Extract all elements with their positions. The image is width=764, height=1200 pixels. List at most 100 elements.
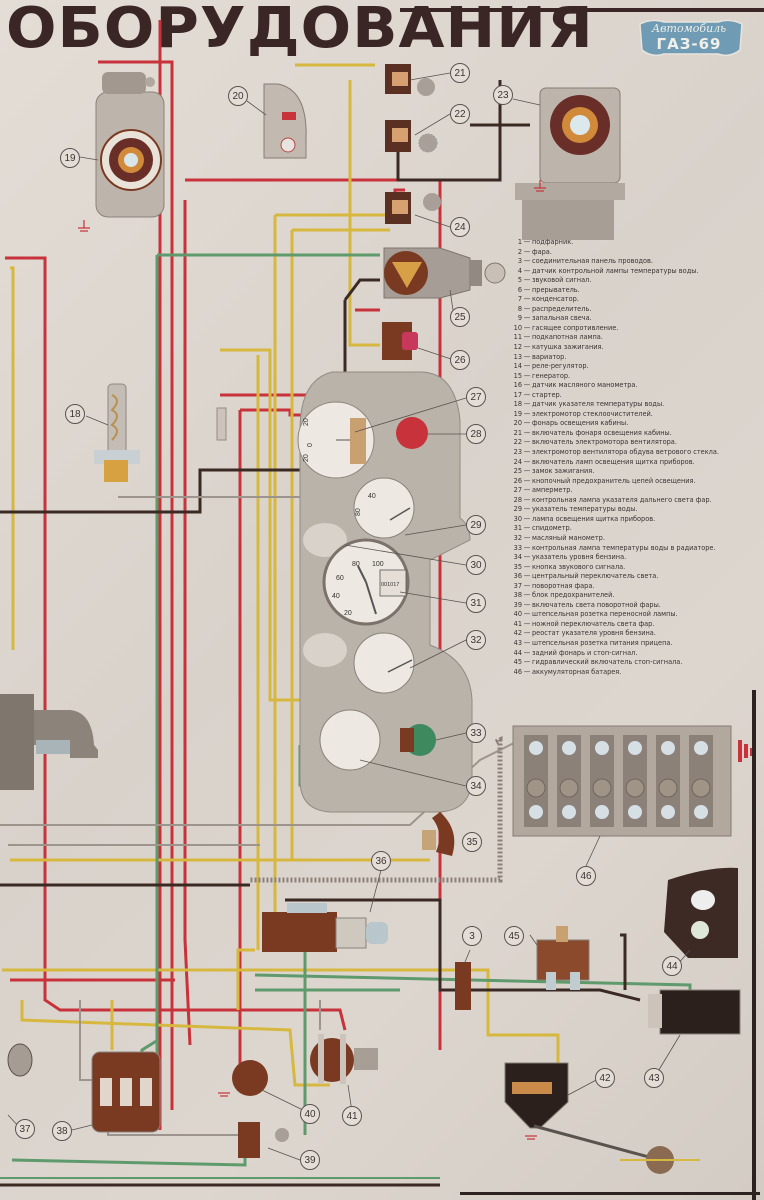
legend-dash: — (523, 466, 531, 476)
legend-text: запальная свеча. (532, 313, 592, 323)
legend-dash: — (523, 618, 531, 628)
legend-item: 14—реле-регулятор. (508, 361, 764, 371)
legend-text: включатель электромотора вентилятора. (532, 437, 677, 447)
ground-symbols (78, 180, 546, 1140)
legend-number: 38 (513, 590, 522, 600)
legend-number: 33 (513, 542, 522, 552)
legend-item: 30—лампа освещения щитка приборов. (508, 514, 764, 524)
legend-number: 13 (513, 351, 522, 361)
legend-text: штепсельная розетка питания прицепа. (532, 637, 673, 647)
legend-number: 43 (513, 637, 522, 647)
legend-item: 11—подкапотная лампа. (508, 332, 764, 342)
legend-number: 22 (513, 437, 522, 447)
legend-dash: — (523, 599, 531, 609)
legend-item: 29—указатель температуры воды. (508, 504, 764, 514)
legend-text: электромотор вентилятора обдува ветровог… (532, 447, 719, 457)
legend-dash: — (523, 437, 531, 447)
callout-43: 43 (644, 1068, 664, 1088)
legend-text: датчик контрольной лампы температуры вод… (532, 265, 699, 275)
callout-19: 19 (60, 148, 80, 168)
speed-tick-100: 100 (372, 561, 384, 568)
callout-32: 32 (466, 630, 486, 650)
legend-number: 12 (513, 342, 522, 352)
fuel-rheostat (504, 1062, 700, 1174)
callout-30: 30 (466, 555, 486, 575)
legend-number: 34 (513, 552, 522, 562)
legend-number: 31 (513, 523, 522, 533)
legend-dash: — (523, 590, 531, 600)
legend-number: 36 (513, 571, 522, 581)
legend-item: 4—датчик контрольной лампы температуры в… (508, 266, 764, 276)
legend-number: 11 (513, 332, 522, 342)
legend-number: 14 (513, 361, 522, 371)
frame-right-edge (752, 690, 756, 1200)
legend-text: гидравлический включатель стоп-сигнала. (532, 657, 683, 667)
speed-tick-20: 20 (344, 610, 352, 617)
legend-text: вариатор. (532, 351, 567, 361)
legend-dash: — (523, 637, 531, 647)
legend-number: 9 (517, 313, 522, 323)
callout-39: 39 (300, 1150, 320, 1170)
legend-number: 45 (513, 657, 522, 667)
legend-text: кнопочный предохранитель цепей освещения… (532, 475, 696, 485)
legend-number: 42 (513, 628, 522, 638)
legend-item: 32—масляный манометр. (508, 533, 764, 543)
legend-item: 23—электромотор вентилятора обдува ветро… (508, 447, 764, 457)
wires-yellow (2, 63, 560, 1087)
legend-text: задний фонарь и стоп-сигнал. (532, 647, 638, 657)
temp-tick-40: 40 (368, 493, 376, 500)
legend-text: контрольная лампа указателя дальнего све… (532, 494, 712, 504)
callout-28: 28 (466, 424, 486, 444)
legend-item: 2—фара. (508, 247, 764, 257)
legend-item: 43—штепсельная розетка питания прицепа. (508, 638, 764, 648)
callout-35: 35 (462, 832, 482, 852)
legend-number: 10 (513, 322, 522, 332)
legend-item: 1—подфарник. (508, 237, 764, 247)
ammeter-tick-top: 20 (303, 418, 310, 426)
component-legend: 1—подфарник.2—фара.3—соединительная пане… (508, 237, 764, 676)
legend-item: 44—задний фонарь и стоп-сигнал. (508, 648, 764, 658)
legend-text: фонарь освещения кабины. (532, 418, 629, 428)
legend-dash: — (523, 303, 531, 313)
instrument-panel (297, 371, 473, 813)
central-light-switch (262, 903, 388, 952)
legend-text: включатель фонаря освещения кабины. (532, 427, 672, 437)
legend-number: 25 (513, 466, 522, 476)
battery (512, 725, 753, 837)
legend-number: 5 (517, 275, 522, 285)
legend-dash: — (523, 552, 531, 562)
legend-dash: — (523, 370, 531, 380)
odometer-readout: 001017 (381, 582, 399, 588)
legend-text: кнопка звукового сигнала. (532, 561, 626, 571)
legend-dash: — (523, 351, 531, 361)
callout-29: 29 (466, 515, 486, 535)
legend-item: 33—контрольная лампа температуры воды в … (508, 543, 764, 553)
legend-text: указатель температуры воды. (532, 504, 638, 514)
legend-text: амперметр. (532, 485, 573, 495)
legend-dash: — (523, 666, 531, 676)
wiper-motor (95, 72, 165, 218)
callout-26: 26 (450, 350, 470, 370)
legend-dash: — (523, 380, 531, 390)
legend-item: 10—гасящее сопротивление. (508, 323, 764, 333)
callout-45: 45 (504, 926, 524, 946)
legend-number: 4 (517, 265, 522, 275)
legend-dash: — (523, 399, 531, 409)
legend-item: 38—блок предохранителей. (508, 590, 764, 600)
legend-dash: — (523, 485, 531, 495)
legend-text: датчик указателя температуры воды. (532, 399, 665, 409)
legend-text: прерыватель. (532, 284, 580, 294)
speed-tick-40: 40 (332, 593, 340, 600)
callout-34: 34 (466, 776, 486, 796)
legend-dash: — (523, 361, 531, 371)
legend-number: 24 (513, 456, 522, 466)
legend-number: 37 (513, 580, 522, 590)
logo-model: ГАЗ-69 (656, 35, 722, 53)
poster-frame (0, 1177, 440, 1187)
legend-number: 21 (513, 427, 522, 437)
trailer-socket (648, 989, 741, 1035)
battery-cable (250, 735, 503, 883)
legend-item: 40—штепсельная розетка переносной лампы. (508, 609, 764, 619)
legend-text: масляный манометр. (532, 532, 605, 542)
